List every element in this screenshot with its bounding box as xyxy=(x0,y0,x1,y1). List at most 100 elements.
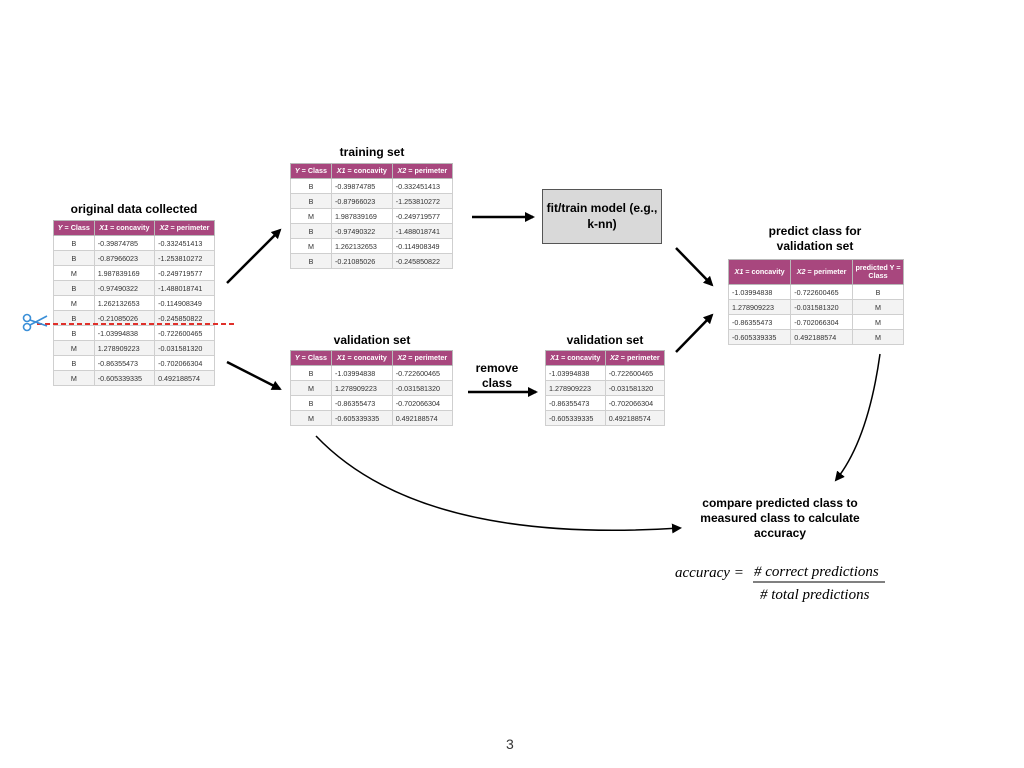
table-cell: -0.86355473 xyxy=(330,395,393,411)
table-cell: -0.702066304 xyxy=(790,314,853,330)
table-cell: -0.605339335 xyxy=(330,410,393,426)
table-cell: -0.245850822 xyxy=(154,310,215,326)
table-cell: B xyxy=(290,253,332,269)
table-cell: -0.39874785 xyxy=(93,235,156,251)
header-y-class: Y = Class xyxy=(53,220,95,236)
table-cell: -0.245850822 xyxy=(391,253,454,269)
header-y-class: Y = Class xyxy=(290,350,332,366)
validation-set-title: validation set xyxy=(333,333,411,347)
table-cell: -0.605339335 xyxy=(93,370,156,386)
table-cell: 0.492188574 xyxy=(604,410,666,426)
table-cell: -0.21085026 xyxy=(330,253,393,269)
table-cell: M xyxy=(852,329,904,345)
table-cell: -0.722600465 xyxy=(790,284,853,300)
header-x2-perimeter: X2 = perimeter xyxy=(391,350,454,366)
table-cell: B xyxy=(53,235,95,251)
table-cell: -0.031581320 xyxy=(154,340,215,356)
table-row: B-0.97490322-1.488018741 xyxy=(53,280,215,296)
arrow-validation-to-predict xyxy=(675,313,714,353)
header-x2-perimeter: X2 = perimeter xyxy=(790,259,853,285)
table-cell: -1.03994838 xyxy=(727,284,792,300)
formula-denominator: # total predictions xyxy=(760,587,870,603)
table-cell: -0.114908349 xyxy=(154,295,215,311)
table-row: B-1.03994838-0.722600465 xyxy=(53,325,215,341)
table-cell: 0.492188574 xyxy=(154,370,215,386)
table-cell: -0.249719577 xyxy=(391,208,454,224)
table-row: B-0.39874785-0.332451413 xyxy=(290,178,454,194)
table-cell: B xyxy=(290,178,332,194)
table-cell: -0.87966023 xyxy=(330,193,393,209)
model-box-label: fit/train model (e.g., k-nn) xyxy=(546,201,658,231)
table-cell: -0.21085026 xyxy=(93,310,156,326)
table-cell: -0.702066304 xyxy=(391,395,454,411)
table-cell: -1.253810272 xyxy=(391,193,454,209)
arrow-model-to-predict xyxy=(675,247,714,287)
table-row: B-0.86355473-0.702066304 xyxy=(53,355,215,371)
table-cell: 1.262132653 xyxy=(93,295,156,311)
header-x1-concavity: X1 = concavity xyxy=(545,350,606,366)
table-cell: M xyxy=(290,410,332,426)
compare-accuracy-text: compare predicted class to measured clas… xyxy=(700,496,860,540)
predict-class-title: predict class for validation set xyxy=(768,224,862,253)
table-cell: 0.492188574 xyxy=(391,410,454,426)
table-cell: M xyxy=(290,238,332,254)
table-cell: -0.86355473 xyxy=(93,355,156,371)
table-cell: -0.86355473 xyxy=(727,314,792,330)
arrow-validation-to-compare xyxy=(315,435,682,534)
scissors-icon xyxy=(22,313,48,332)
arrow-to-validation xyxy=(226,360,282,391)
header-y-class: Y = Class xyxy=(290,163,332,179)
table-cell: -0.702066304 xyxy=(154,355,215,371)
validation-set-noclass-title: validation set xyxy=(566,333,644,347)
header-x1-concavity: X1 = concavity xyxy=(330,350,393,366)
training-set-table: Y = Class X1 = concavity X2 = perimeter … xyxy=(290,163,454,269)
arrow-predict-to-compare xyxy=(834,353,881,482)
table-row: B-0.87966023-1.253810272 xyxy=(290,193,454,209)
table-cell: 1.987839169 xyxy=(93,265,156,281)
table-cell: -1.03994838 xyxy=(330,365,393,381)
table-cell: -0.605339335 xyxy=(727,329,792,345)
table-cell: -0.332451413 xyxy=(391,178,454,194)
header-x2-perimeter: X2 = perimeter xyxy=(154,220,215,236)
formula-lhs: accuracy = xyxy=(675,565,744,581)
table-row: B-0.86355473-0.702066304 xyxy=(290,395,454,411)
table-cell: -1.488018741 xyxy=(391,223,454,239)
header-x1-concavity: X1 = concavity xyxy=(727,259,792,285)
original-data-table: Y = Class X1 = concavity X2 = perimeter … xyxy=(53,220,215,386)
table-cell: M xyxy=(53,295,95,311)
table-cell: M xyxy=(290,208,332,224)
table-cell: B xyxy=(53,280,95,296)
table-cell: 1.278909223 xyxy=(330,380,393,396)
table-cell: M xyxy=(53,265,95,281)
table-cell: 1.278909223 xyxy=(93,340,156,356)
original-data-title: original data collected xyxy=(70,202,198,216)
table-cell: B xyxy=(53,250,95,266)
page-number: 3 xyxy=(506,736,514,752)
predicted-class-table: X1 = concavity X2 = perimeter predicted … xyxy=(727,259,904,345)
table-cell: -0.97490322 xyxy=(330,223,393,239)
table-cell: M xyxy=(53,370,95,386)
training-set-title: training set xyxy=(339,145,405,159)
table-cell: -0.605339335 xyxy=(545,410,606,426)
table-cell: -1.03994838 xyxy=(93,325,156,341)
fit-train-model-box: fit/train model (e.g., k-nn) xyxy=(542,189,662,244)
validation-set-table: Y = Class X1 = concavity X2 = perimeter … xyxy=(290,350,454,426)
header-x2-perimeter: X2 = perimeter xyxy=(604,350,666,366)
table-cell: -1.253810272 xyxy=(154,250,215,266)
remove-class-label: remove class xyxy=(475,361,519,390)
table-cell: 1.262132653 xyxy=(330,238,393,254)
table-cell: -0.031581320 xyxy=(391,380,454,396)
table-cell: -0.722600465 xyxy=(604,365,666,381)
table-cell: 1.987839169 xyxy=(330,208,393,224)
table-cell: B xyxy=(290,365,332,381)
